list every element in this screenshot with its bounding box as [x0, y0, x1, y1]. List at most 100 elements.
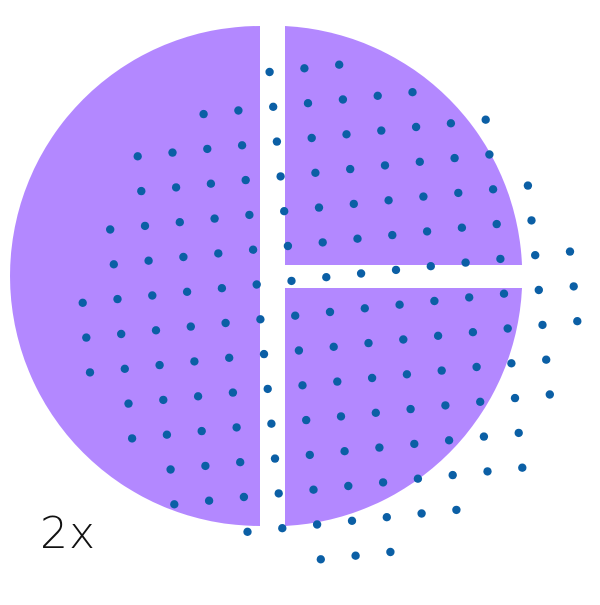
pattern-dot: [373, 91, 382, 101]
pattern-dot: [437, 366, 446, 375]
pattern-dot: [483, 467, 492, 476]
pattern-dot: [347, 516, 357, 525]
pattern-dot: [351, 551, 360, 560]
pattern-dot: [468, 328, 478, 337]
bottom-right-quarter-slice: [285, 288, 522, 526]
pattern-dot: [210, 214, 219, 223]
pattern-dot: [479, 432, 489, 441]
pattern-dot: [386, 547, 395, 557]
pattern-dot: [302, 415, 311, 425]
pattern-dot: [291, 311, 300, 320]
pattern-dot: [413, 474, 423, 483]
pattern-dot: [193, 392, 203, 401]
pattern-dot: [410, 439, 419, 449]
pattern-dot: [457, 223, 467, 232]
pattern-dot: [151, 326, 161, 335]
pattern-dot: [492, 219, 501, 229]
pattern-dot: [322, 273, 331, 282]
pattern-dot: [356, 269, 366, 278]
pattern-dot: [367, 373, 377, 383]
pattern-dot: [127, 434, 137, 443]
pattern-dot: [344, 481, 353, 491]
pattern-dot: [316, 555, 325, 564]
pattern-dot: [140, 221, 150, 231]
pattern-dot: [294, 346, 304, 355]
pattern-dot: [82, 333, 91, 342]
pattern-dot: [364, 338, 373, 348]
pattern-dot: [170, 500, 179, 509]
pattern-dot: [120, 364, 129, 373]
pattern-dot: [391, 265, 401, 275]
pattern-dot: [137, 186, 146, 196]
pattern-dot: [527, 216, 536, 225]
pattern-dot: [206, 179, 216, 188]
pattern-dot: [263, 384, 272, 394]
pattern-dot: [340, 447, 349, 456]
pattern-dot: [85, 368, 95, 377]
pattern-dot: [565, 247, 575, 256]
pattern-dot: [415, 157, 424, 166]
pattern-dot: [265, 67, 274, 77]
pattern-dot: [496, 254, 505, 264]
pattern-dot: [203, 144, 212, 154]
pattern-dot: [402, 370, 412, 379]
left-half-slice: [10, 26, 260, 526]
pattern-dot: [109, 260, 119, 269]
top-right-quarter-slice: [285, 26, 522, 265]
pattern-dot: [283, 241, 293, 251]
pattern-dot: [346, 164, 355, 174]
pattern-dot: [78, 298, 87, 307]
pattern-dot: [312, 520, 322, 529]
pattern-dot: [241, 175, 250, 185]
pattern-dot: [465, 293, 474, 302]
pattern-dot: [182, 287, 192, 296]
pattern-dot: [309, 485, 318, 494]
pattern-dot: [417, 509, 426, 518]
pattern-dot: [380, 161, 390, 170]
pattern-dot: [204, 496, 214, 505]
pattern-dot: [338, 95, 348, 104]
pattern-dot: [454, 188, 463, 198]
pattern-dot: [342, 130, 351, 139]
pattern-dot: [384, 196, 393, 205]
pattern-dot: [245, 210, 254, 220]
dot-pattern: [78, 60, 582, 564]
pattern-dot: [274, 489, 283, 498]
pattern-dot: [488, 185, 498, 194]
pattern-dot: [371, 408, 380, 417]
pattern-dot: [360, 304, 369, 313]
pattern-dot: [239, 492, 249, 502]
pattern-dot: [573, 317, 582, 326]
pattern-dot: [569, 282, 578, 291]
pattern-dot: [395, 300, 404, 309]
pattern-dot: [133, 152, 142, 161]
pattern-dot: [171, 183, 181, 192]
pattern-dot: [201, 461, 210, 471]
pattern-dot: [236, 458, 245, 467]
pattern-dot: [190, 357, 199, 366]
pattern-dot: [270, 454, 280, 463]
pattern-dot: [144, 256, 153, 265]
pattern-dot: [450, 153, 459, 163]
pattern-dot: [510, 393, 520, 403]
pattern-dot: [476, 397, 485, 406]
pattern-dot: [155, 360, 164, 370]
pattern-dot: [243, 527, 252, 536]
pattern-dot: [485, 150, 494, 159]
pattern-dot: [518, 463, 527, 472]
pattern-dot: [531, 251, 540, 260]
pattern-dot: [318, 238, 327, 247]
pattern-dot: [446, 119, 456, 128]
pattern-dot: [303, 99, 313, 108]
pattern-dot: [217, 284, 227, 293]
pattern-dot: [349, 199, 358, 209]
pattern-dot: [441, 401, 450, 410]
pattern-dot: [199, 109, 208, 119]
pattern-dot: [162, 430, 172, 439]
pattern-dot: [280, 207, 289, 216]
pattern-dot: [267, 419, 276, 428]
pattern-dot: [179, 252, 188, 262]
pattern-dot: [499, 289, 509, 298]
pattern-dot: [225, 353, 234, 362]
